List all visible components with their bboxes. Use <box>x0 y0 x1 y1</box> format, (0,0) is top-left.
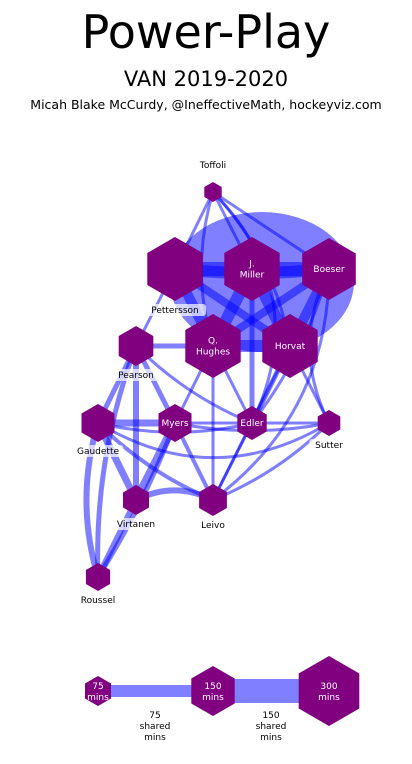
author-credit: Micah Blake McCurdy, @IneffectiveMath, h… <box>30 97 382 112</box>
label-bg-gaudette <box>72 445 124 457</box>
legend-node-label-2: mins <box>318 693 340 703</box>
label-leivo: Leivo <box>201 521 225 531</box>
label-bg-toffoli <box>190 159 236 171</box>
label-bg-sutter <box>309 439 349 451</box>
label-bg-leivo <box>196 519 230 531</box>
label-bg-virtanen <box>110 518 162 530</box>
legend-edge-label-1: mins <box>260 733 282 743</box>
legend-edge-label-1: 150 <box>262 711 279 721</box>
label-hughes: Hughes <box>196 348 230 358</box>
label-virtanen: Virtanen <box>117 520 155 530</box>
label-horvat: Horvat <box>275 342 306 352</box>
label-pettersson: Pettersson <box>151 306 199 316</box>
legend-node-label-0: 75 <box>92 682 103 692</box>
label-sutter: Sutter <box>315 441 343 451</box>
node-virtanen <box>123 485 149 515</box>
label-miller: Miller <box>240 271 265 281</box>
legend-node-1 <box>191 666 235 716</box>
label-myers: Myers <box>161 419 188 429</box>
node-myers <box>158 404 192 442</box>
edge-leivo-boeser <box>211 267 331 502</box>
node-leivo <box>199 484 227 516</box>
label-toffoli: Toffoli <box>199 161 226 171</box>
legend-edge-label-0: mins <box>144 733 166 743</box>
legend-node-label-1: 150 <box>204 682 221 692</box>
node-edler <box>237 406 267 440</box>
legend-edge-label-0: 75 <box>149 711 160 721</box>
legend-edge-label-0: shared <box>140 722 171 732</box>
node-pearson <box>118 326 154 366</box>
node-hughes <box>185 314 241 378</box>
node-horvat <box>262 314 318 378</box>
legend-node-0 <box>85 676 111 706</box>
label-roussel: Roussel <box>81 596 115 606</box>
legend: 75mins150mins300mins75sharedmins150share… <box>85 656 360 743</box>
node-layer <box>81 182 356 591</box>
label-bg-pearson <box>113 369 159 381</box>
node-miller <box>224 237 280 301</box>
legend-node-label-1: mins <box>202 693 224 703</box>
label-bg-pettersson <box>144 304 206 316</box>
label-bg-roussel <box>75 594 121 606</box>
label-hughes: Q. <box>208 337 218 347</box>
node-pettersson <box>147 237 203 301</box>
node-roussel <box>85 563 111 591</box>
edge-gaudette-roussel <box>83 420 101 580</box>
label-boeser: Boeser <box>313 265 344 275</box>
legend-node-2 <box>298 656 360 726</box>
legend-edge-label-1: shared <box>256 722 287 732</box>
edge-sutter-leivo <box>211 421 331 502</box>
node-sutter <box>317 410 341 436</box>
legend-node-label-2: 300 <box>320 682 337 692</box>
node-gaudette <box>81 404 115 442</box>
node-boeser <box>302 238 356 300</box>
page-subtitle: VAN 2019-2020 <box>123 67 289 91</box>
edge-gaudette-sutter <box>96 421 331 460</box>
label-gaudette: Gaudette <box>77 447 120 457</box>
page-title: Power-Play <box>81 5 331 59</box>
edge-toffoli-edler <box>211 190 277 425</box>
node-toffoli <box>204 182 222 202</box>
label-pearson: Pearson <box>118 371 154 381</box>
legend-node-label-0: mins <box>87 693 109 703</box>
label-edler: Edler <box>240 419 263 429</box>
label-miller: J. <box>248 260 255 270</box>
